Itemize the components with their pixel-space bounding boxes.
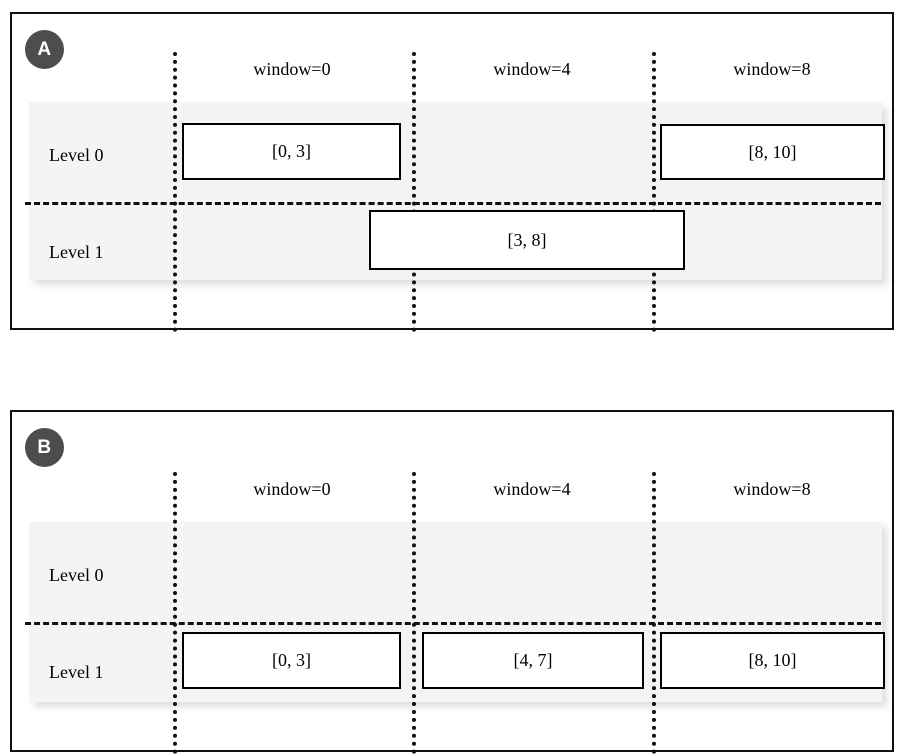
panel-a-badge: A — [25, 30, 64, 69]
panel-b-level-divider — [25, 622, 881, 625]
panel-a-run-box-8-10[interactable]: [8, 10] — [660, 124, 885, 180]
panel-b-level-label-1: Level 1 — [49, 662, 104, 682]
panel-a-window-label-0: window=0 — [253, 59, 331, 79]
panel-a-level-label-1: Level 1 — [49, 242, 104, 262]
panel-b-window-label-1: window=4 — [493, 479, 571, 499]
panel-a-window-label-2: window=8 — [733, 59, 811, 79]
panel-a-run-box-0-3[interactable]: [0, 3] — [182, 123, 401, 180]
panel-a-window-boundary-2 — [652, 52, 656, 332]
panel-b-run-box-8-10[interactable]: [8, 10] — [660, 632, 885, 689]
panel-a: A window=0 window=4 window=8 Level 0 Lev… — [10, 12, 894, 332]
panel-b-run-box-4-7[interactable]: [4, 7] — [422, 632, 644, 689]
panel-b-level-label-0: Level 0 — [49, 565, 104, 585]
panel-b-badge: B — [25, 428, 64, 467]
transition-section: Strict window compaction, window = 4 — [0, 340, 906, 746]
panel-b-run-box-0-3[interactable]: [0, 3] — [182, 632, 401, 689]
panel-a-level-divider — [25, 202, 881, 205]
panel-a-window-boundary-0 — [173, 52, 177, 332]
panel-a-level-label-0: Level 0 — [49, 145, 104, 165]
panel-b-window-boundary-1 — [412, 472, 416, 754]
panel-a-window-boundary-1 — [412, 52, 416, 332]
panel-b-window-boundary-2 — [652, 472, 656, 754]
panel-a-window-label-1: window=4 — [493, 59, 571, 79]
panel-a-run-box-3-8[interactable]: [3, 8] — [369, 210, 685, 270]
panel-b-window-label-0: window=0 — [253, 479, 331, 499]
panel-b: B window=0 window=4 window=8 Level 0 Lev… — [10, 410, 894, 754]
panel-b-window-label-2: window=8 — [733, 479, 811, 499]
panel-b-window-boundary-0 — [173, 472, 177, 754]
